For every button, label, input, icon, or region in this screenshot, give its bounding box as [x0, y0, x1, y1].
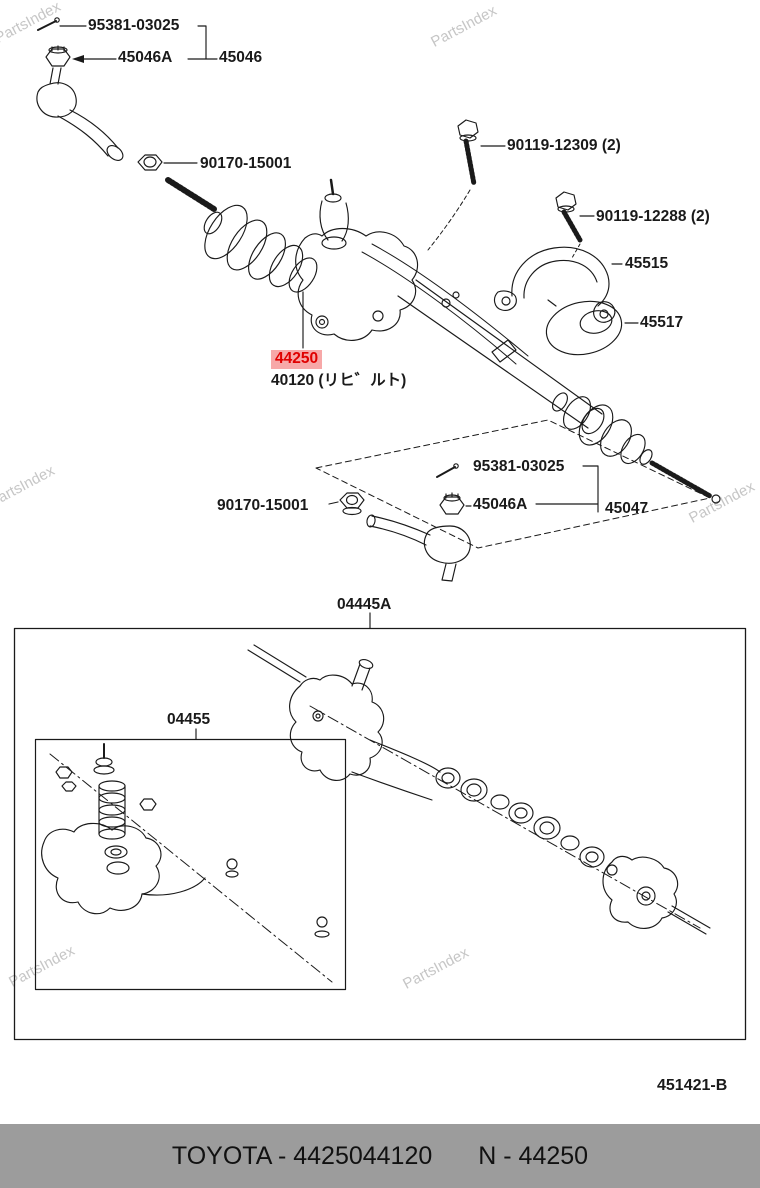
label-bushing: 45517: [640, 314, 684, 331]
label-castle-nut-bottom: 45046A: [473, 496, 528, 513]
seal-kit-box: [34, 728, 347, 991]
footer-part-number: N - 44250: [478, 1141, 589, 1170]
label-bolt-12288: 90119-12288 (2): [596, 208, 710, 225]
lock-nut-bottom-drawing: [328, 492, 365, 516]
leader-lines-top-group: [59, 25, 218, 63]
tie-rod-end-bottom-drawing: [366, 514, 471, 582]
lower-group-dashed-frame: [315, 419, 711, 549]
label-clamp-bracket: 45515: [625, 255, 669, 272]
leader-lines-bottom-group: [535, 465, 599, 513]
label-seal-kit: 04455: [167, 711, 211, 728]
footer-part-title: TOYOTA - 4425044120: [171, 1141, 433, 1170]
label-castle-nut-top: 45046A: [118, 49, 173, 66]
drawing-reference-number: 451421-B: [657, 1077, 728, 1094]
label-lock-nut-top: 90170-15001: [200, 155, 292, 172]
seal-kit-drawing: [41, 743, 333, 983]
label-steering-gear-highlight: 44250: [271, 350, 323, 370]
label-overhaul-kit: 04445A: [337, 596, 392, 613]
label-tie-rod-end-top: 45046: [219, 49, 263, 66]
label-bolt-12309: 90119-12309 (2): [507, 137, 621, 154]
footer-bar: TOYOTA - 4425044120 N - 44250: [0, 1124, 760, 1188]
bolt-12288-drawing: [555, 191, 595, 259]
cotter-pin-top-drawing: [37, 17, 60, 31]
label-lock-nut-bottom: 90170-15001: [217, 497, 309, 514]
label-cotter-pin-bottom: 95381-03025: [473, 458, 565, 475]
cotter-pin-bottom-drawing: [436, 463, 459, 478]
kit-main-drawing: [247, 644, 711, 935]
label-tie-rod-end-bottom: 45047: [605, 500, 649, 517]
overhaul-kit-box: [13, 612, 747, 1041]
clamp-bracket-drawing: [493, 246, 623, 323]
bushing-drawing: [545, 299, 639, 356]
label-steering-gear-reman: 40120 (リヒ゛ルト): [271, 372, 407, 389]
castle-nut-top-drawing: [45, 45, 71, 67]
tie-rod-end-top-drawing: [36, 67, 124, 161]
bolt-12309-drawing: [427, 119, 506, 251]
steering-gear-drawing: [165, 177, 721, 504]
label-cotter-pin-top: 95381-03025: [88, 17, 180, 34]
lock-nut-top-drawing: [137, 154, 198, 171]
castle-nut-bottom-drawing: [439, 492, 472, 515]
